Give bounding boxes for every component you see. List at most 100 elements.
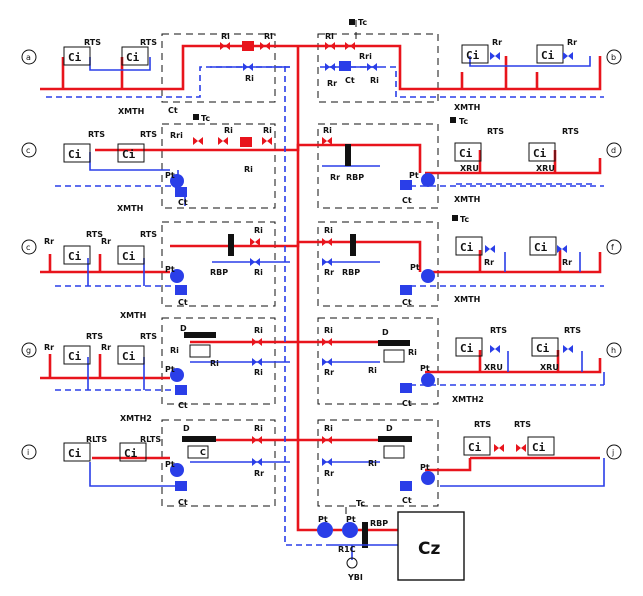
label-ct: Ct [178,498,188,507]
svg-text:f: f [611,243,614,252]
label-ri: Ri [254,268,263,277]
label-ri: Ri [368,366,377,375]
heater-i1: Ci [63,442,91,462]
label-rts: RTS [86,230,103,239]
circuit-badge-f: f [606,239,622,255]
label-ri: Ri [263,126,272,135]
label-rr: Rr [492,38,502,47]
heater-label: Ci [122,148,136,161]
label-rr: Rr [44,343,54,352]
heater-c1: Ci [63,143,91,163]
circuit-badge-b: b [606,49,622,65]
heater-i2: Ci [119,442,147,462]
label-c: C [200,448,206,457]
svg-text:b: b [611,53,616,62]
label-xru: XRU [536,164,555,173]
heater-c2: Ci [117,143,145,163]
label-ri: Ri [254,226,263,235]
heater-label: Ci [468,441,482,454]
label-rts: RTS [88,130,105,139]
heater-d1: Ci [454,142,482,162]
label-rts: RTS [564,326,581,335]
heater-label: Ci [532,441,546,454]
heater-label: Ci [68,51,82,64]
label-pt: Pt [420,364,430,373]
label-ct: Ct [178,401,188,410]
label-pt: Pt [346,515,356,524]
label-rbp: RBP [346,173,364,182]
label-xmth: XMTH [454,103,480,112]
label-d: D [180,324,187,333]
label-rr: Rr [324,268,334,277]
row-4: Ci Ci Ci Ci Rr RTS Rr RTS D D Ri Ri Ri R… [40,317,605,423]
label-rr: Rr [562,258,572,267]
label-ri: Ri [221,32,230,41]
label-rr: Rr [324,368,334,377]
label-ri: Ri [324,226,333,235]
label-tc: Tc [459,117,468,126]
label-ri: Ri [245,74,254,83]
label-ri: Ri [408,348,417,357]
heater-a2: Ci [121,46,149,66]
label-rts: RTS [84,38,101,47]
label-rbp: RBP [370,519,388,528]
label-ct: Ct [178,198,188,207]
label-d: D [386,424,393,433]
label-d: D [382,328,389,337]
heater-h2: Ci [531,337,559,357]
label-rr: Rr [101,237,111,246]
heater-label: Ci [68,350,82,363]
boiler-group: Cz Pt Pt Tc RBP R1C YBI [317,499,465,582]
heater-label: Ci [533,147,547,160]
label-rlts: RLTS [140,435,161,444]
heater-f1: Ci [455,236,483,256]
row-1: Ci Ci Ci Ci RTS RTS Ri Ri Ri Ri Rri Rr C… [40,18,604,116]
label-rts: RTS [487,127,504,136]
heater-label: Ci [466,49,480,62]
heater-label: Ci [534,241,548,254]
label-ct: Ct [402,496,412,505]
circuit-badge-j: j [606,444,622,460]
label-rts: RTS [140,38,157,47]
label-rbp: RBP [210,268,228,277]
risers [284,20,357,546]
heater-label: Ci [122,350,136,363]
label-ri: Ri [368,459,377,468]
circuit-badge-e: c [21,239,37,255]
boiler-label: Cz [418,539,440,559]
label-pt: Pt [165,265,175,274]
label-tc: Tc [201,114,210,123]
label-pt: Pt [420,463,430,472]
heater-label: Ci [68,447,82,460]
label-xmth: XMTH [120,311,146,320]
svg-text:j: j [611,448,614,457]
label-d: D [183,424,190,433]
label-rbt: Rri [170,131,183,140]
label-ct: Ct [168,106,178,115]
label-pt: Pt [409,171,419,180]
label-r1c: R1C [338,545,356,554]
label-xmth2: XMTH2 [452,395,484,404]
heater-a1: Ci [63,46,91,66]
heater-label: Ci [460,342,474,355]
label-xmth: XMTH [454,195,480,204]
label-ri: Ri [370,76,379,85]
heater-b1: Ci [461,44,489,64]
label-ri: Ri [324,424,333,433]
label-rr: Rr [484,258,494,267]
label-ri: Ri [254,326,263,335]
circuit-badge-a: a [21,49,37,65]
label-pt: Pt [165,365,175,374]
svg-text:g: g [26,346,31,355]
label-rts: RTS [140,332,157,341]
label-rr: Rr [101,343,111,352]
label-xmth: XMTH [117,204,143,213]
circuit-badge-h: h [606,342,622,358]
label-pt: Pt [318,515,328,524]
label-ct: Ct [178,298,188,307]
heater-label: Ci [126,51,140,64]
label-xru: XRU [484,363,503,372]
label-rbp: RBP [342,268,360,277]
label-ri: Ri [254,368,263,377]
